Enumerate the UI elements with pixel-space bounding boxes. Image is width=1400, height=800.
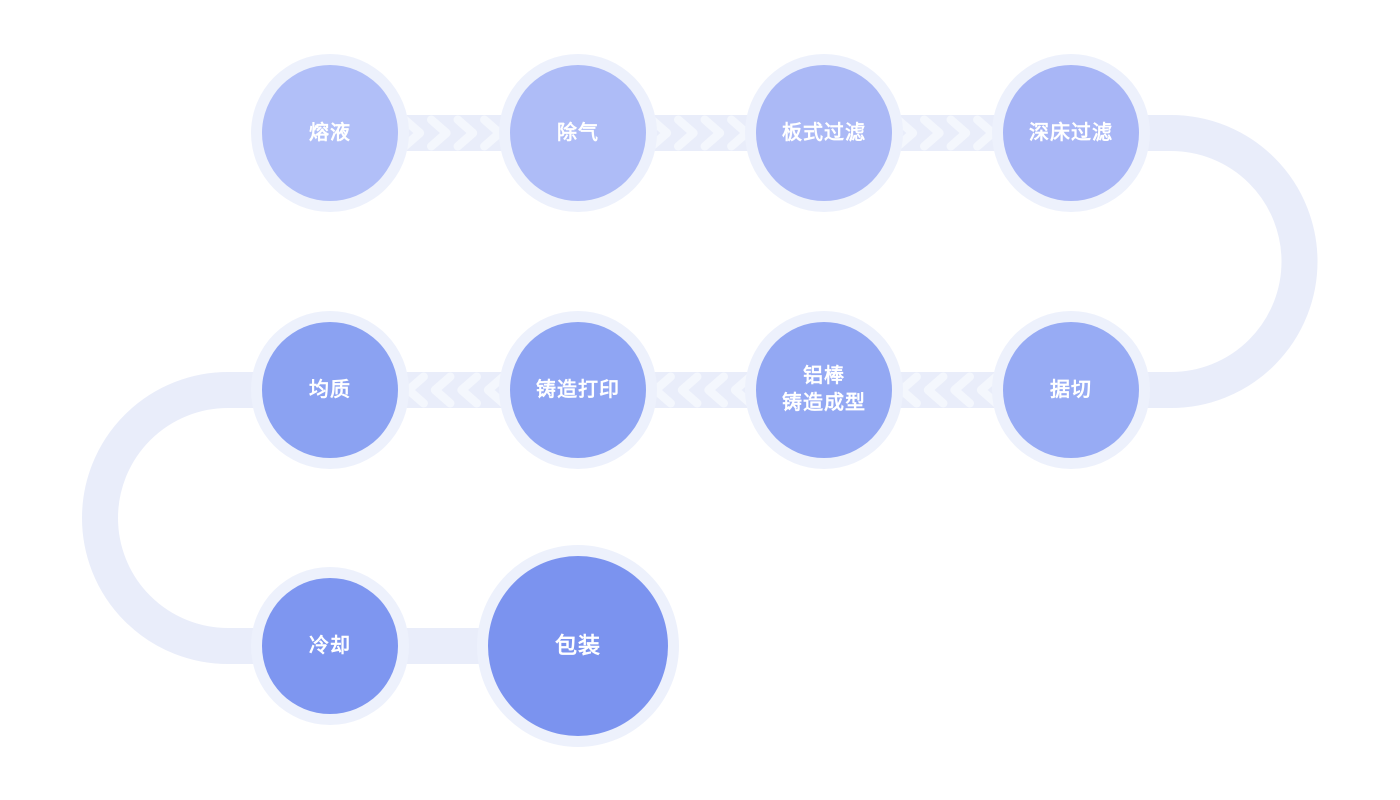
chevron-right-icon [893,115,997,151]
node-label: 熔液 [309,121,351,144]
node-label: 板式过滤 [782,121,866,144]
node-casting-printing: 铸造打印 [510,322,646,458]
chevron-left-icon [651,372,755,408]
node-label-line2: 铸造成型 [782,392,866,414]
node-label: 除气 [557,121,599,144]
node-label: 据切 [1050,378,1092,401]
chevron-left-icon [404,372,508,408]
node-packaging: 包装 [488,556,668,736]
node-cooling: 冷却 [262,578,398,714]
node-label: 包装 [554,633,601,659]
node-degassing: 除气 [510,65,646,201]
node-label: 铸造打印 [536,378,620,401]
node-melt: 熔液 [262,65,398,201]
node-deep-bed-filtration: 深床过滤 [1003,65,1139,201]
node-homogenization: 均质 [262,322,398,458]
node-label: 冷却 [309,634,351,657]
chevron-left-icon [897,372,1001,408]
chevron-right-icon [647,115,751,151]
node-sawing: 据切 [1003,322,1139,458]
node-label-line1: 铝棒 [803,365,845,387]
node-label: 深床过滤 [1029,121,1113,144]
node-plate-filtration: 板式过滤 [756,65,892,201]
node-rod-casting: 铝棒 铸造成型 [756,322,892,458]
node-label: 均质 [309,378,351,401]
chevron-right-icon [400,115,504,151]
